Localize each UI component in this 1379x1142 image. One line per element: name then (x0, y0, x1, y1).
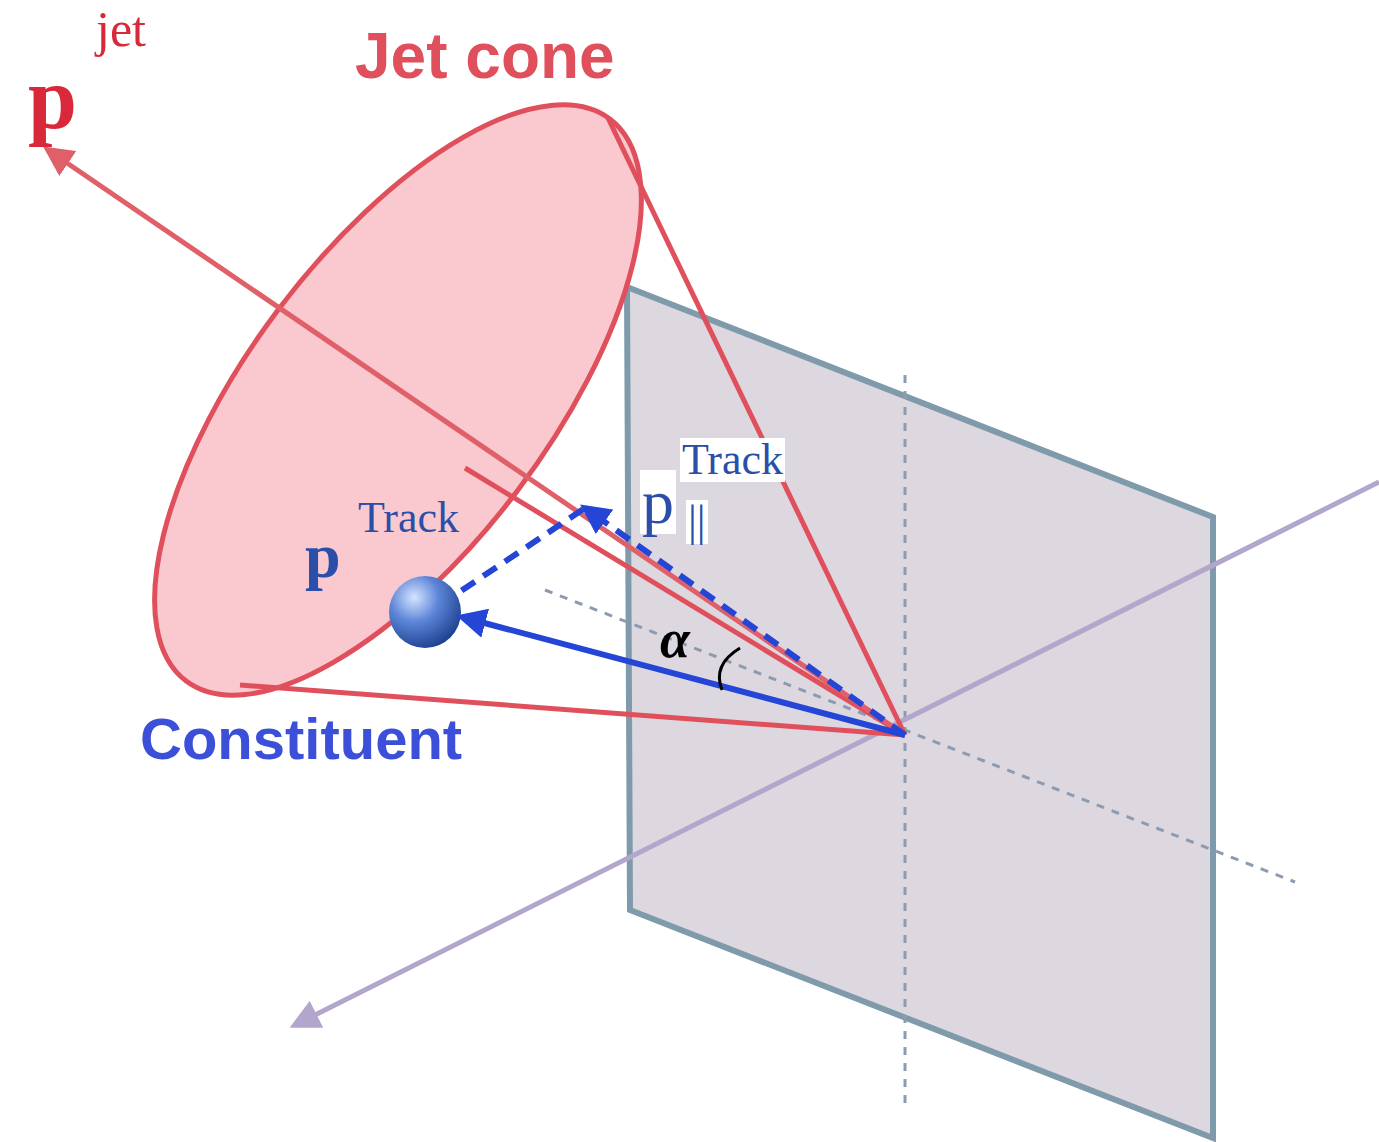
parallel-component (585, 508, 905, 735)
particle-label: Constituent (140, 710, 462, 768)
superscript: jet (96, 4, 146, 54)
vector-symbol: p (28, 55, 77, 143)
plane-axis (545, 590, 1295, 882)
cone-title: Jet cone (355, 24, 615, 88)
subscript: || (686, 500, 708, 544)
angle-symbol: α (660, 612, 690, 666)
projection-line (440, 508, 585, 605)
cone-edge (465, 468, 905, 735)
angle-arc (719, 648, 740, 690)
vector-symbol: p (640, 470, 676, 534)
superscript: Track (358, 496, 459, 540)
jet-axis (48, 150, 905, 735)
vector-symbol: p (305, 524, 341, 588)
constituent-particle (389, 576, 461, 648)
superscript: Track (680, 438, 785, 482)
plane-axis (904, 375, 907, 1110)
